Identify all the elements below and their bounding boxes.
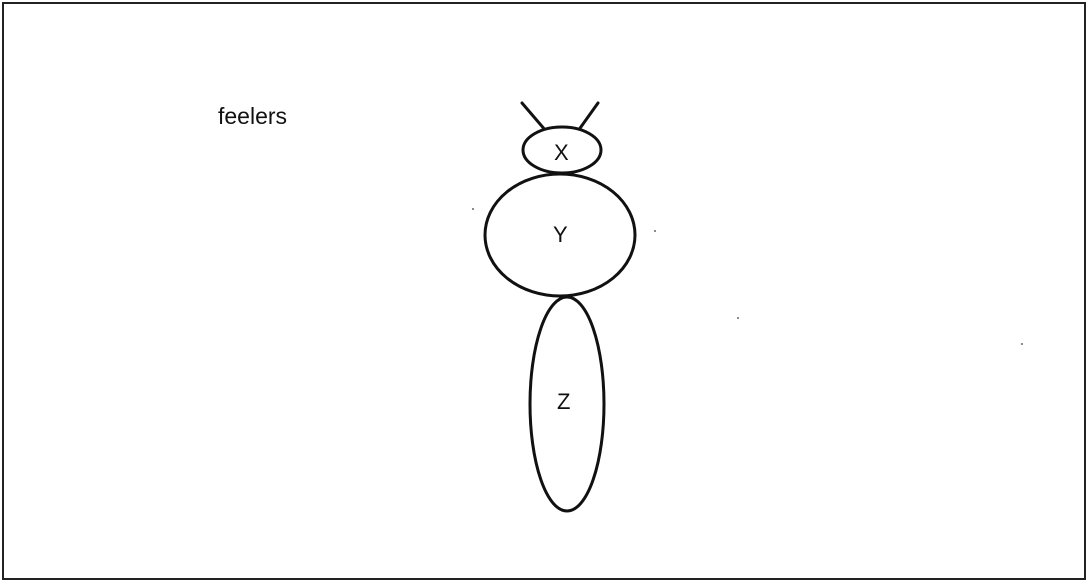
right-feeler xyxy=(578,103,598,131)
scan-speck xyxy=(472,208,474,210)
feelers-caption: feelers xyxy=(218,103,287,129)
abdomen-label: Z xyxy=(557,389,570,414)
thorax-label: Y xyxy=(553,222,568,247)
scan-speck xyxy=(1021,343,1023,345)
head-label: X xyxy=(554,140,569,165)
left-feeler xyxy=(522,103,546,131)
scan-speck xyxy=(737,317,739,319)
scan-speck xyxy=(654,230,656,232)
